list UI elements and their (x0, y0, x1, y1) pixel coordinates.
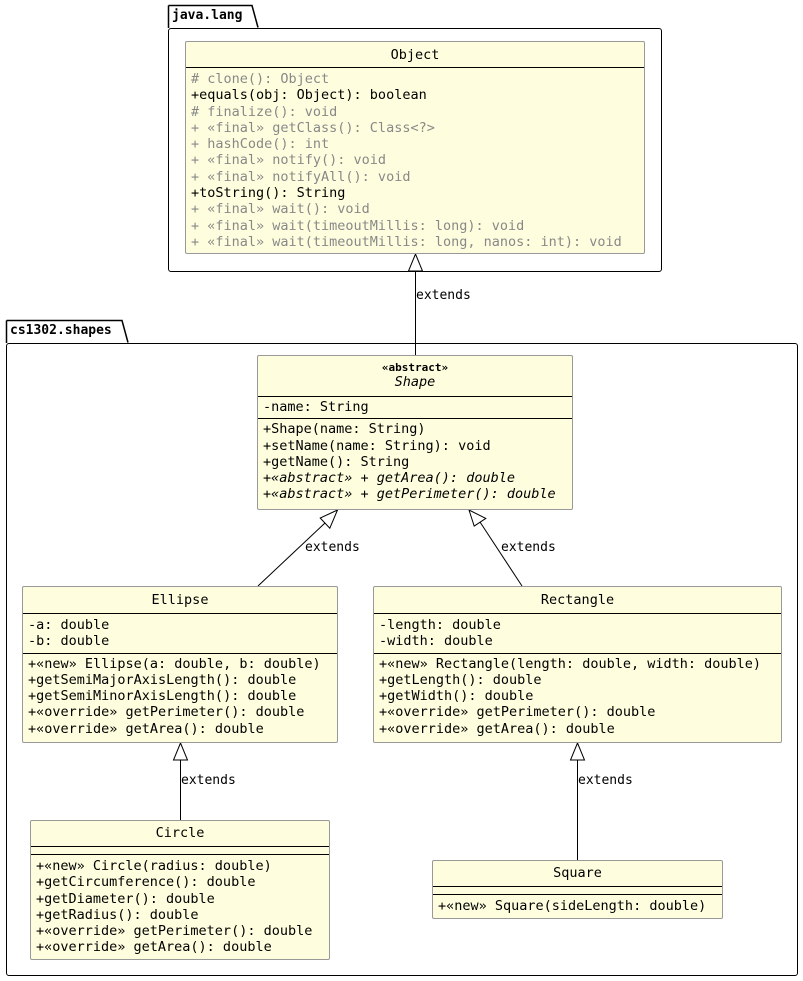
class-name: Shape (394, 374, 436, 390)
class-methods: +«new» Rectangle(length: double, width: … (374, 654, 781, 737)
attribute: -name: String (263, 399, 369, 415)
class-methods: # clone(): Object +equals(obj: Object): … (186, 68, 644, 250)
class-methods: +«new» Square(sideLength: double) (433, 895, 722, 914)
method: # finalize(): void (191, 103, 338, 120)
class-name: Object (186, 42, 644, 68)
class-name: Rectangle (374, 587, 781, 614)
class-methods: +Shape(name: String) +setName(name: Stri… (258, 419, 572, 502)
package-tab-java-lang (168, 4, 259, 28)
package-tab-cs1302-shapes (6, 319, 129, 343)
method: +«override» getPerimeter(): double (379, 704, 656, 721)
attribute: -b: double (28, 633, 110, 650)
class-name: Ellipse (23, 587, 337, 614)
class-rectangle[interactable]: Rectangle -length: double -width: double… (373, 586, 782, 743)
method: +«new» Circle(radius: double) (36, 858, 272, 874)
class-attributes: -length: double -width: double (374, 614, 781, 654)
method: +«override» getArea(): double (36, 939, 272, 956)
method: + «final» getClass(): Class<?> (191, 119, 435, 136)
class-name: Square (433, 861, 722, 887)
class-circle[interactable]: Circle +«new» Circle(radius: double) +ge… (30, 820, 330, 960)
package-name-cs1302-shapes: cs1302.shapes (10, 323, 112, 338)
method: +setName(name: String): void (263, 437, 491, 454)
edge-label: extends (181, 773, 236, 788)
method: + hashCode(): int (191, 136, 330, 153)
method: +equals(obj: Object): boolean (191, 87, 427, 104)
package-cs1302-shapes (6, 343, 798, 976)
method: +«new» Rectangle(length: double, width: … (379, 655, 762, 672)
class-ellipse[interactable]: Ellipse -a: double -b: double +«new» Ell… (22, 586, 338, 743)
inheritance-arrowhead (569, 741, 586, 761)
method: # clone(): Object (191, 71, 330, 87)
edge-ellipse-shape (257, 522, 326, 587)
method: +getWidth(): double (379, 688, 534, 705)
method: + «final» wait(timeoutMillis: long, nano… (191, 233, 622, 250)
abstract-method: +«abstract» + getPerimeter(): double (263, 486, 556, 503)
class-attributes: -name: String (258, 397, 572, 420)
method: +getCircumference(): double (36, 874, 256, 891)
method: +getRadius(): double (36, 906, 199, 923)
abstract-method: +«abstract» + getArea(): double (263, 470, 515, 487)
class-header: «abstract» Shape (258, 356, 572, 397)
class-attributes (31, 847, 329, 855)
method: +Shape(name: String) (263, 421, 426, 438)
attribute: -a: double (28, 617, 110, 633)
class-methods: +«new» Circle(radius: double) +getCircum… (31, 855, 329, 956)
inheritance-arrowhead (172, 741, 189, 761)
class-square[interactable]: Square +«new» Square(sideLength: double) (432, 860, 723, 919)
inheritance-arrowhead (468, 509, 487, 527)
attribute: -length: double (379, 617, 501, 633)
inheritance-arrowhead (319, 509, 339, 530)
class-stereotype: «abstract» (381, 361, 449, 374)
method: +getDiameter(): double (36, 890, 215, 907)
method: +«override» getPerimeter(): double (28, 704, 305, 721)
package-java-lang (168, 28, 662, 272)
class-object[interactable]: Object # clone(): Object +equals(obj: Ob… (185, 41, 645, 254)
class-attributes: -a: double -b: double (23, 614, 337, 654)
class-attributes (433, 887, 722, 895)
method: +getName(): String (263, 453, 410, 470)
method: + «final» wait(timeoutMillis: long): voi… (191, 217, 525, 234)
attribute: -width: double (379, 633, 493, 650)
method: +getSemiMajorAxisLength(): double (28, 671, 297, 688)
method: +getLength(): double (379, 671, 542, 688)
class-shape[interactable]: «abstract» Shape -name: String +Shape(na… (257, 355, 573, 510)
method: +toString(): String (191, 185, 346, 202)
edge-label: extends (305, 540, 360, 555)
method: + «final» notifyAll(): void (191, 168, 411, 185)
method: +«override» getArea(): double (379, 720, 615, 737)
edge-label: extends (578, 773, 633, 788)
method: +«new» Ellipse(a: double, b: double) (28, 655, 321, 672)
edge-rectangle-shape (479, 521, 523, 587)
method: +«override» getArea(): double (28, 720, 264, 737)
method: +getSemiMinorAxisLength(): double (28, 688, 297, 705)
package-name-java-lang: java.lang (172, 8, 243, 23)
method: + «final» notify(): void (191, 152, 387, 169)
class-name: Circle (31, 821, 329, 847)
method: + «final» wait(): void (191, 201, 370, 218)
edge-label: extends (501, 540, 556, 555)
method: +«new» Square(sideLength: double) (438, 898, 707, 914)
edge-label: extends (416, 288, 471, 303)
method: +«override» getPerimeter(): double (36, 923, 313, 940)
class-methods: +«new» Ellipse(a: double, b: double) +ge… (23, 654, 337, 737)
